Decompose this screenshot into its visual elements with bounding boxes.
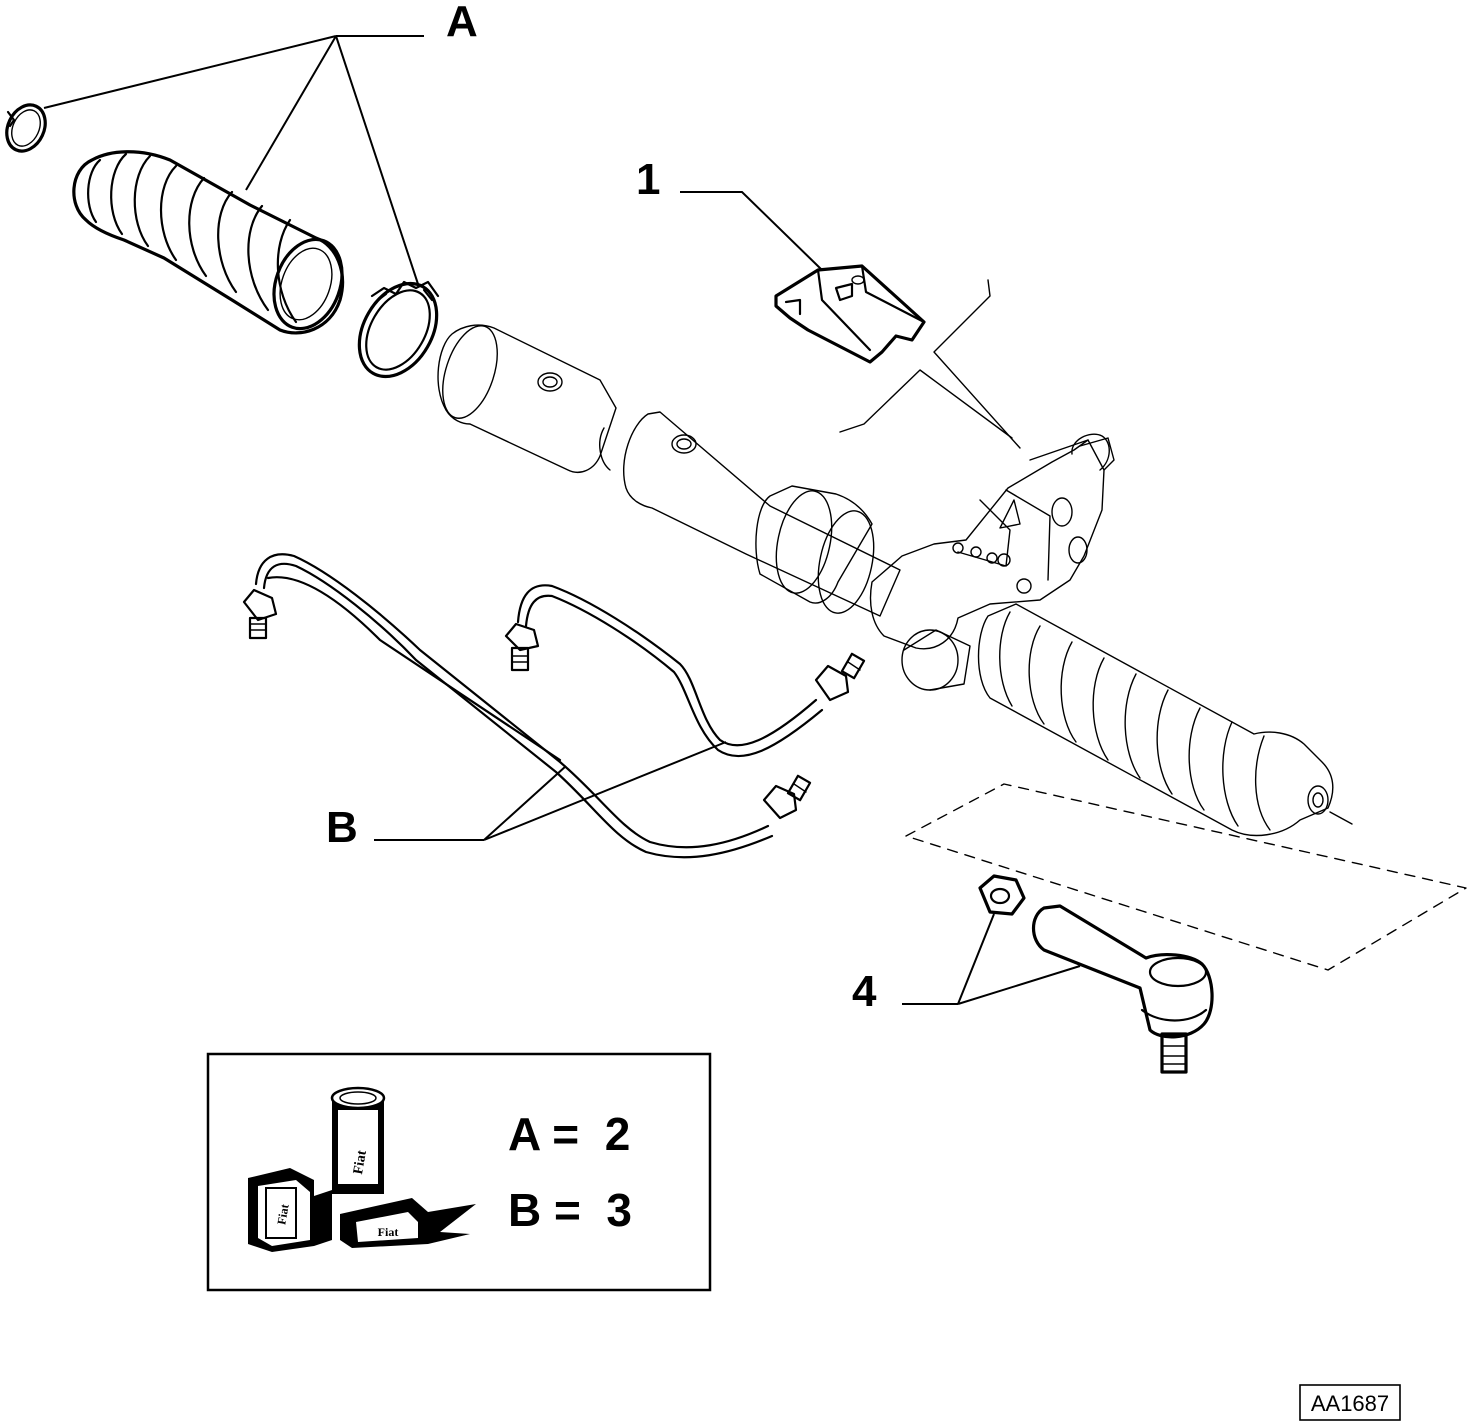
kit-brand-label-cylinder: Fiat — [351, 1149, 370, 1176]
kit-quantity-box: Fiat Fiat Fiat A = 2 B = 3 — [206, 1052, 712, 1292]
callout-4-leader-end — [957, 965, 1081, 1005]
reference-code: AA1687 — [1311, 1391, 1389, 1416]
tie-rod-end-assembly: 4 — [852, 783, 1467, 1074]
kit-line-a: A = 2 — [508, 1108, 630, 1160]
callout-b-leader-1 — [483, 765, 567, 841]
callout-b-leader-2 — [483, 741, 727, 841]
tie-rod-end — [1031, 904, 1214, 1074]
callout-a-leader-to-boot — [245, 35, 337, 191]
mount-reference-lines — [839, 279, 1021, 449]
kit-line-b: B = 3 — [508, 1184, 632, 1236]
callout-b-label: B — [326, 803, 358, 852]
rack-housing — [437, 324, 1353, 837]
reference-code-box: AA1687 — [1299, 1384, 1401, 1421]
callout-4-leader-nut — [957, 913, 995, 1005]
callout-1-group: 1 — [636, 155, 823, 271]
callout-a-leader-to-ring — [43, 35, 337, 109]
pipe-fitting-2 — [504, 622, 540, 672]
callout-1-label: 1 — [636, 155, 660, 204]
tie-rod-nut — [978, 874, 1026, 916]
kit-package-icon: Fiat Fiat Fiat — [248, 1086, 476, 1252]
callout-1-leader — [680, 191, 823, 271]
kit-brand-label-box: Fiat — [274, 1203, 291, 1226]
pipe-fitting-3 — [814, 652, 866, 702]
kit-brand-label-flat: Fiat — [378, 1225, 399, 1239]
callout-a-group: A — [43, 0, 478, 285]
callout-b-group: B — [326, 741, 727, 852]
retaining-ring — [5, 103, 47, 153]
callout-a-label: A — [446, 0, 478, 46]
mounting-bracket — [774, 264, 926, 364]
pipe-fitting-1 — [242, 588, 278, 640]
band-clamp — [357, 280, 440, 379]
pipe-fitting-4 — [762, 774, 812, 820]
callout-4-label: 4 — [852, 967, 877, 1016]
left-bellows-boot — [72, 150, 345, 335]
hydraulic-lines — [242, 553, 866, 859]
callout-a-leader-to-clamp — [335, 35, 419, 285]
